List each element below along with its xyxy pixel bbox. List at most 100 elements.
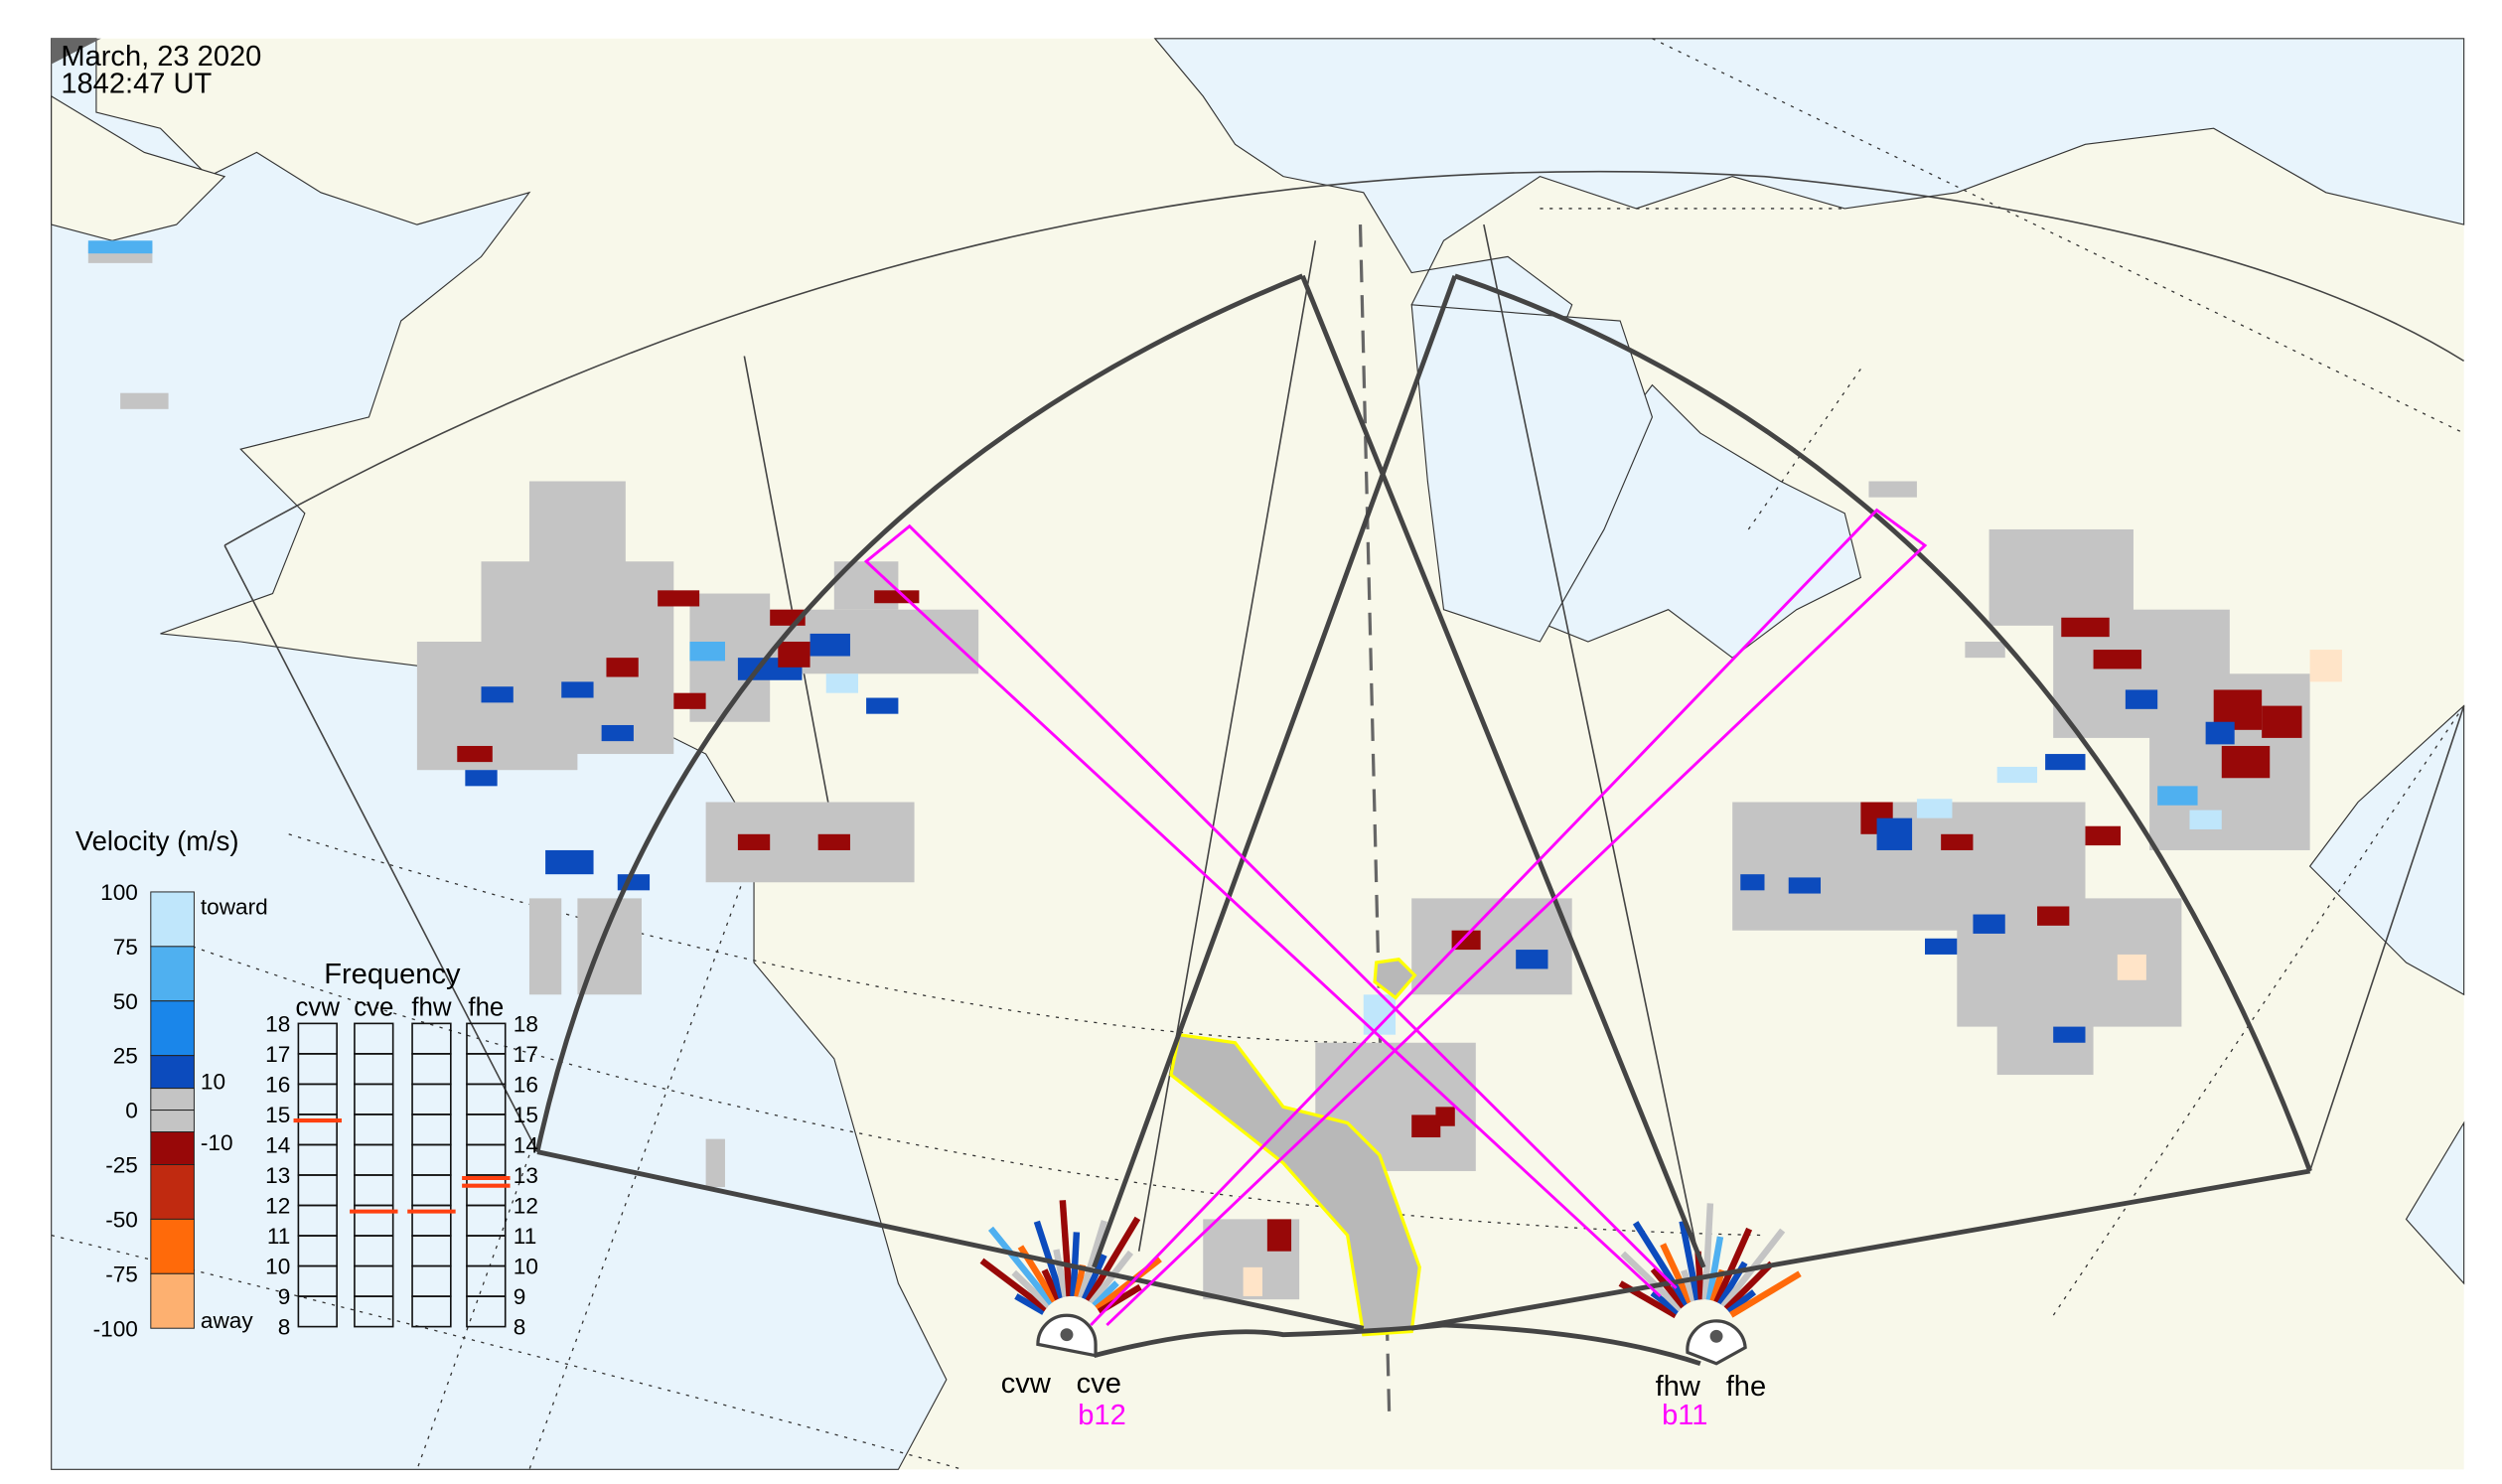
frequency-tick-left: 9 — [278, 1284, 291, 1309]
scatter-cell — [2061, 617, 2110, 638]
scatter-cell — [737, 833, 771, 850]
scatter-cell — [2037, 906, 2070, 926]
frequency-column-fhe: fhe — [468, 993, 504, 1021]
time-label: 1842:47 UT — [61, 69, 212, 100]
scatter-cell — [601, 724, 634, 742]
frequency-tick-left: 14 — [265, 1133, 290, 1158]
near-range-cell — [1632, 1221, 1690, 1306]
near-range-cell — [1681, 1269, 1697, 1302]
near-range-cell — [1650, 1289, 1681, 1315]
scatter-cell — [545, 849, 594, 875]
near-range-cell — [1620, 1251, 1684, 1312]
scatter-cell — [1243, 1266, 1263, 1296]
scatter-cell — [416, 642, 578, 771]
frequency-tick-right: 18 — [514, 1011, 538, 1036]
frequency-legend-title: Frequency — [324, 959, 461, 990]
scatter-cell — [866, 697, 899, 714]
scatter-cell — [1965, 642, 2005, 659]
frequency-tick-right: 11 — [514, 1224, 536, 1249]
velocity-tick-label: 100 — [100, 880, 138, 905]
site-label-fhw: fhw — [1656, 1371, 1701, 1403]
frequency-tick-left: 13 — [265, 1163, 290, 1188]
frequency-tick-right: 17 — [514, 1042, 538, 1067]
scatter-cell — [528, 898, 562, 995]
scatter-cell — [2085, 825, 2122, 846]
velocity-legend-title: Velocity (m/s) — [75, 825, 239, 856]
frequency-column-cve: cve — [354, 993, 393, 1021]
near-range-cell — [1723, 1261, 1774, 1311]
scatter-cell — [1740, 874, 1765, 891]
site-label-cvw: cvw — [1001, 1368, 1052, 1400]
scatter-cell — [817, 833, 850, 850]
site-label-cve: cve — [1077, 1368, 1121, 1400]
velocity-tick-label: -75 — [105, 1261, 138, 1286]
scatter-cell — [1941, 833, 1974, 850]
scatter-cell — [2045, 754, 2086, 771]
lat-lon-grid — [51, 38, 2465, 1470]
near-range-cell — [1092, 1280, 1119, 1308]
near-range-cell — [1078, 1220, 1107, 1299]
near-range-cell — [1660, 1243, 1693, 1304]
scatter-cell — [2309, 650, 2342, 682]
velocity-tick-label: 50 — [113, 989, 138, 1014]
radar-site-fh[interactable] — [1686, 1319, 1747, 1366]
scatter-cell — [1876, 817, 1913, 850]
velocity-tick-label: -50 — [105, 1207, 138, 1232]
near-range-cell — [1085, 1216, 1141, 1303]
near-range-cell — [1014, 1293, 1046, 1315]
beam-b11 — [863, 523, 1678, 1297]
scatter-cell — [1435, 1107, 1455, 1126]
frequency-tick-right: 14 — [514, 1133, 538, 1158]
frequency-cell — [354, 1022, 394, 1055]
scatter-cell — [2262, 705, 2302, 738]
beam-label-b11: b11 — [1662, 1400, 1707, 1431]
scatter-cell — [825, 673, 859, 693]
scatter-cell — [1516, 950, 1548, 969]
scatter-cell — [1973, 914, 2005, 934]
velocity-tick-label: -25 — [105, 1153, 138, 1178]
near-range-cell — [1089, 1250, 1134, 1305]
near-range-cell — [1059, 1200, 1073, 1297]
scatter-cells — [87, 240, 2342, 1319]
scatter-cell — [2221, 745, 2271, 779]
frequency-tick-right: 13 — [514, 1163, 538, 1188]
scatter-cell — [1996, 766, 2038, 784]
velocity-tick-label: 75 — [113, 935, 138, 960]
fov-thin-lines — [223, 170, 2465, 1268]
scatter-cell — [689, 642, 725, 662]
scatter-cell — [528, 481, 626, 578]
scatter-cell — [2093, 650, 2142, 669]
near-range-cell — [988, 1226, 1055, 1306]
site-label-fhe: fhe — [1726, 1371, 1766, 1403]
scatter-cell — [673, 692, 706, 709]
radar-site-cv[interactable] — [1036, 1313, 1098, 1358]
beam-b12 — [1090, 508, 1928, 1327]
frequency-tick-left: 11 — [267, 1224, 290, 1249]
frequency-tick-right: 10 — [514, 1255, 538, 1279]
colorbar-segment — [150, 1110, 195, 1133]
scatter-cell — [481, 686, 514, 703]
frequency-tick-left: 18 — [265, 1011, 290, 1036]
frequency-tick-left: 10 — [265, 1255, 290, 1279]
fov-thick-lines — [534, 273, 2312, 1367]
near-range-cell — [979, 1258, 1048, 1312]
highlight-region — [1169, 1032, 1421, 1337]
scatter-cell — [1411, 1114, 1441, 1138]
frequency-tick-right: 15 — [514, 1103, 538, 1127]
frequency-column-cvw: cvw — [296, 993, 341, 1021]
near-range-cell — [1713, 1227, 1753, 1304]
scatter-cell — [2189, 810, 2222, 829]
threshold-high-label: 10 — [201, 1070, 225, 1095]
scatter-cell — [2117, 954, 2146, 980]
frequency-cell — [411, 1022, 452, 1055]
frequency-tick-right: 9 — [514, 1284, 526, 1309]
scatter-cell — [778, 642, 810, 668]
near-range-cell — [1041, 1268, 1062, 1301]
scatter-cell — [2053, 1026, 2086, 1043]
scatter-cell — [874, 590, 920, 604]
colorbar-segment — [150, 1088, 195, 1112]
frequency-tick-left: 15 — [265, 1103, 290, 1127]
colorbar-segment — [150, 1055, 195, 1090]
